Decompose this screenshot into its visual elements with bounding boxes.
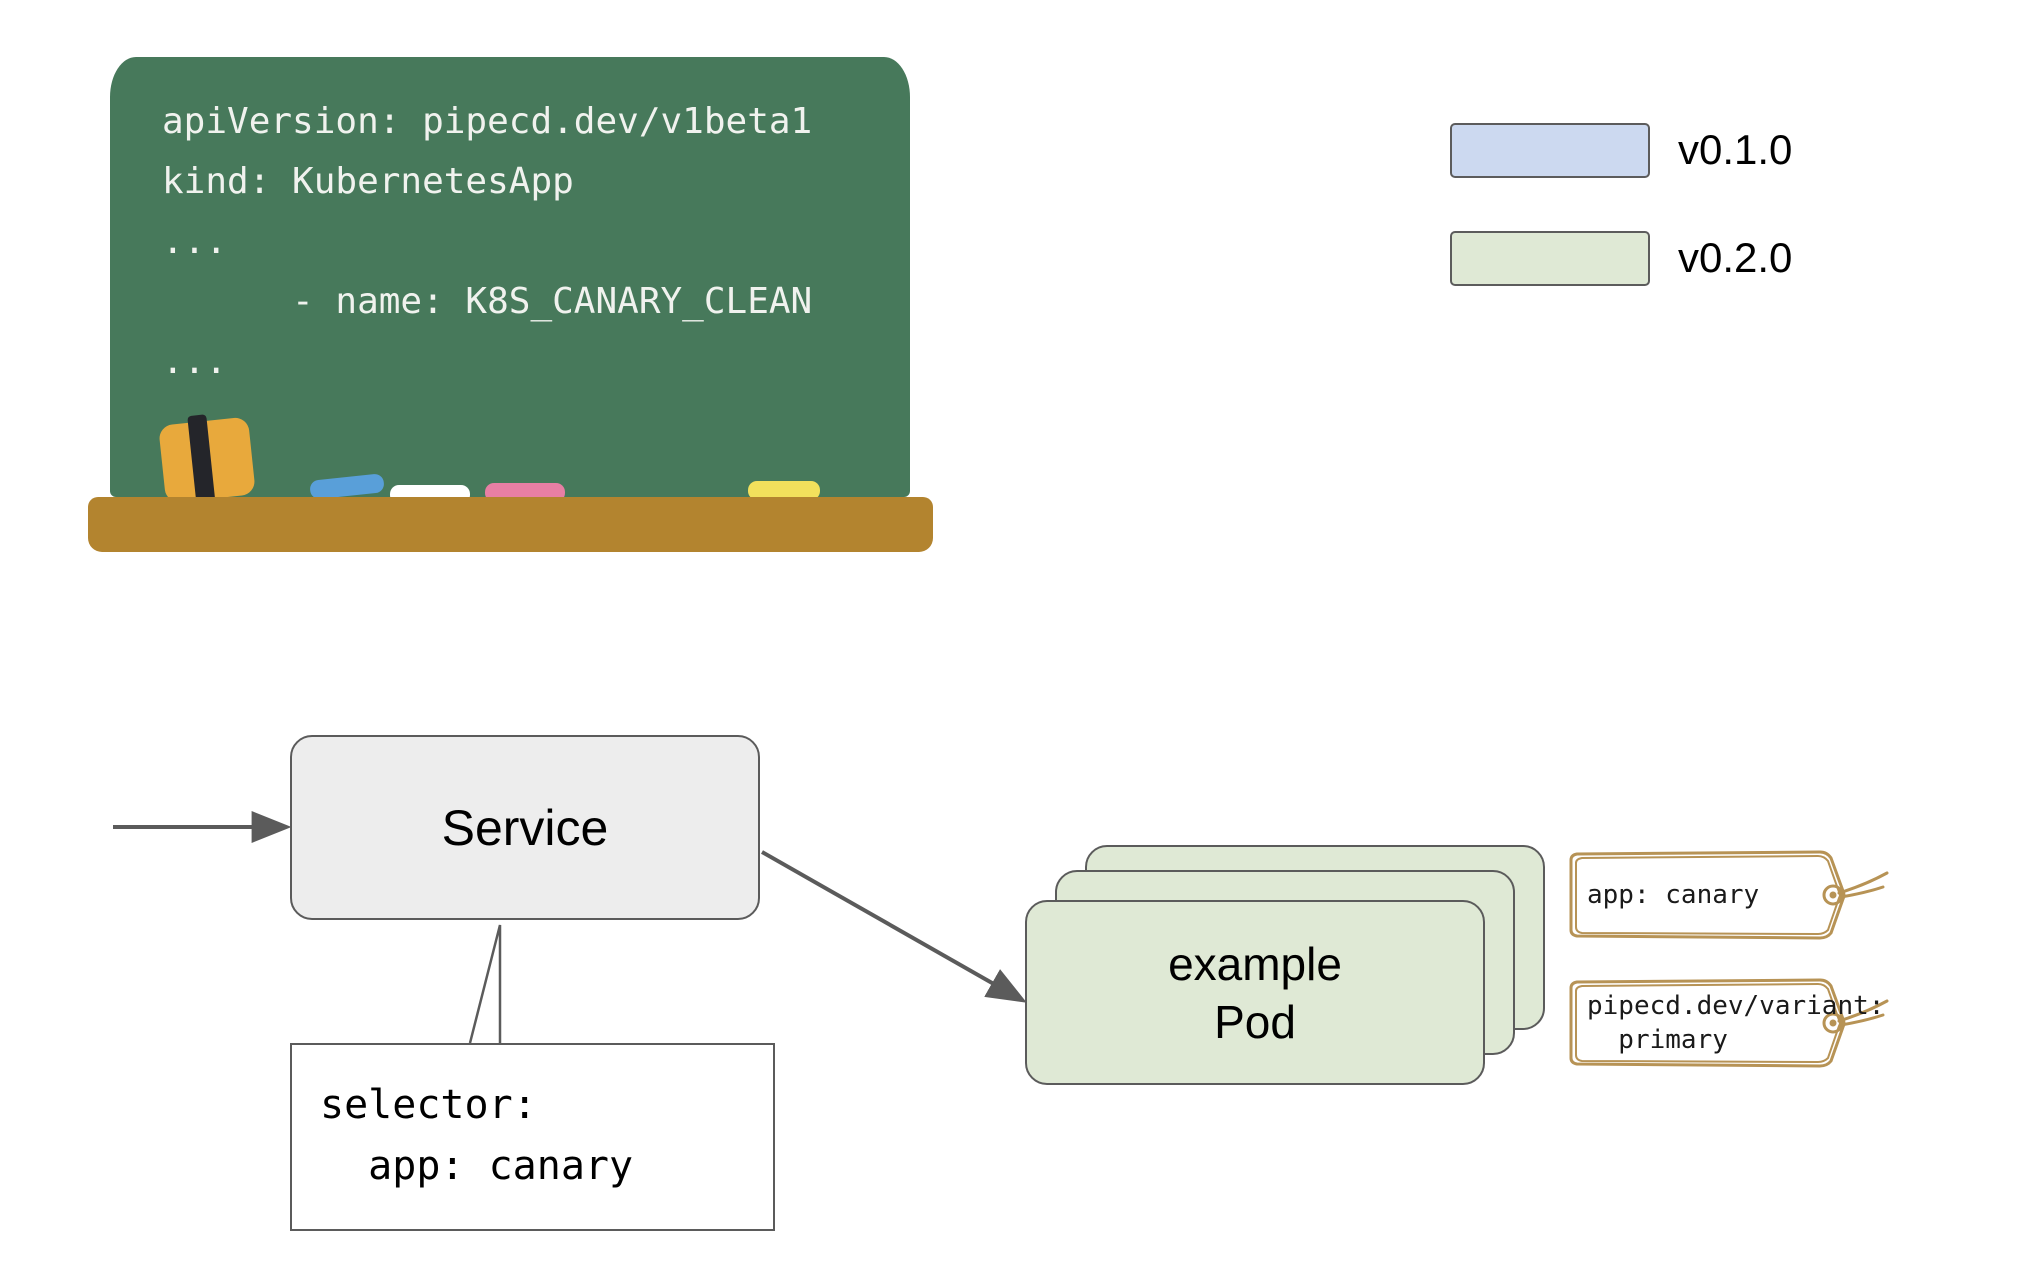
legend-label-v020: v0.2.0	[1678, 234, 1793, 281]
pod-card-front[interactable]: example Pod	[1025, 900, 1485, 1085]
variant-tag-line2: primary	[1587, 1025, 1728, 1055]
chalkboard: apiVersion: pipecd.dev/v1beta1 kind: Kub…	[88, 57, 933, 552]
tag-outline-variant	[1569, 978, 1889, 1068]
variant-label-tag: pipecd.dev/variant: primary	[1565, 975, 1895, 1071]
legend-item-v020: v0.2.0	[1450, 228, 1792, 288]
legend-swatch-v010	[1450, 122, 1650, 178]
pod-stack: example Pod	[1025, 845, 1545, 1105]
legend-item-v010: v0.1.0	[1450, 120, 1792, 180]
chalkboard-tray	[88, 497, 933, 552]
chalk-stick-yellow	[748, 481, 820, 500]
pod-label-line1: example	[1168, 937, 1342, 990]
app-label-tag-text: app: canary	[1587, 880, 1760, 910]
service-node-label: Service	[441, 799, 609, 856]
selector-callout-box: selector: app: canary	[290, 1043, 775, 1231]
legend-swatch-v020	[1450, 230, 1650, 286]
app-label-tag: app: canary	[1565, 847, 1895, 943]
legend-label-v010: v0.1.0	[1678, 126, 1793, 173]
pod-label-line2: Pod	[1214, 995, 1296, 1048]
pod-label: example Pod	[1168, 935, 1342, 1051]
selector-callout-text: selector: app: canary	[320, 1082, 634, 1189]
version-legend: v0.1.0 v0.2.0	[1450, 120, 1792, 336]
chalkboard-eraser	[158, 414, 256, 508]
chalkboard-code-text: apiVersion: pipecd.dev/v1beta1 kind: Kub…	[162, 101, 813, 382]
variant-label-tag-text: pipecd.dev/variant: primary	[1587, 975, 1885, 1071]
service-node[interactable]: Service	[290, 735, 760, 920]
variant-tag-line1: pipecd.dev/variant:	[1587, 991, 1885, 1021]
tag-outline-app	[1569, 850, 1889, 940]
selector-callout-leader	[468, 924, 502, 1044]
service-to-pod-arrow	[761, 850, 1027, 1003]
